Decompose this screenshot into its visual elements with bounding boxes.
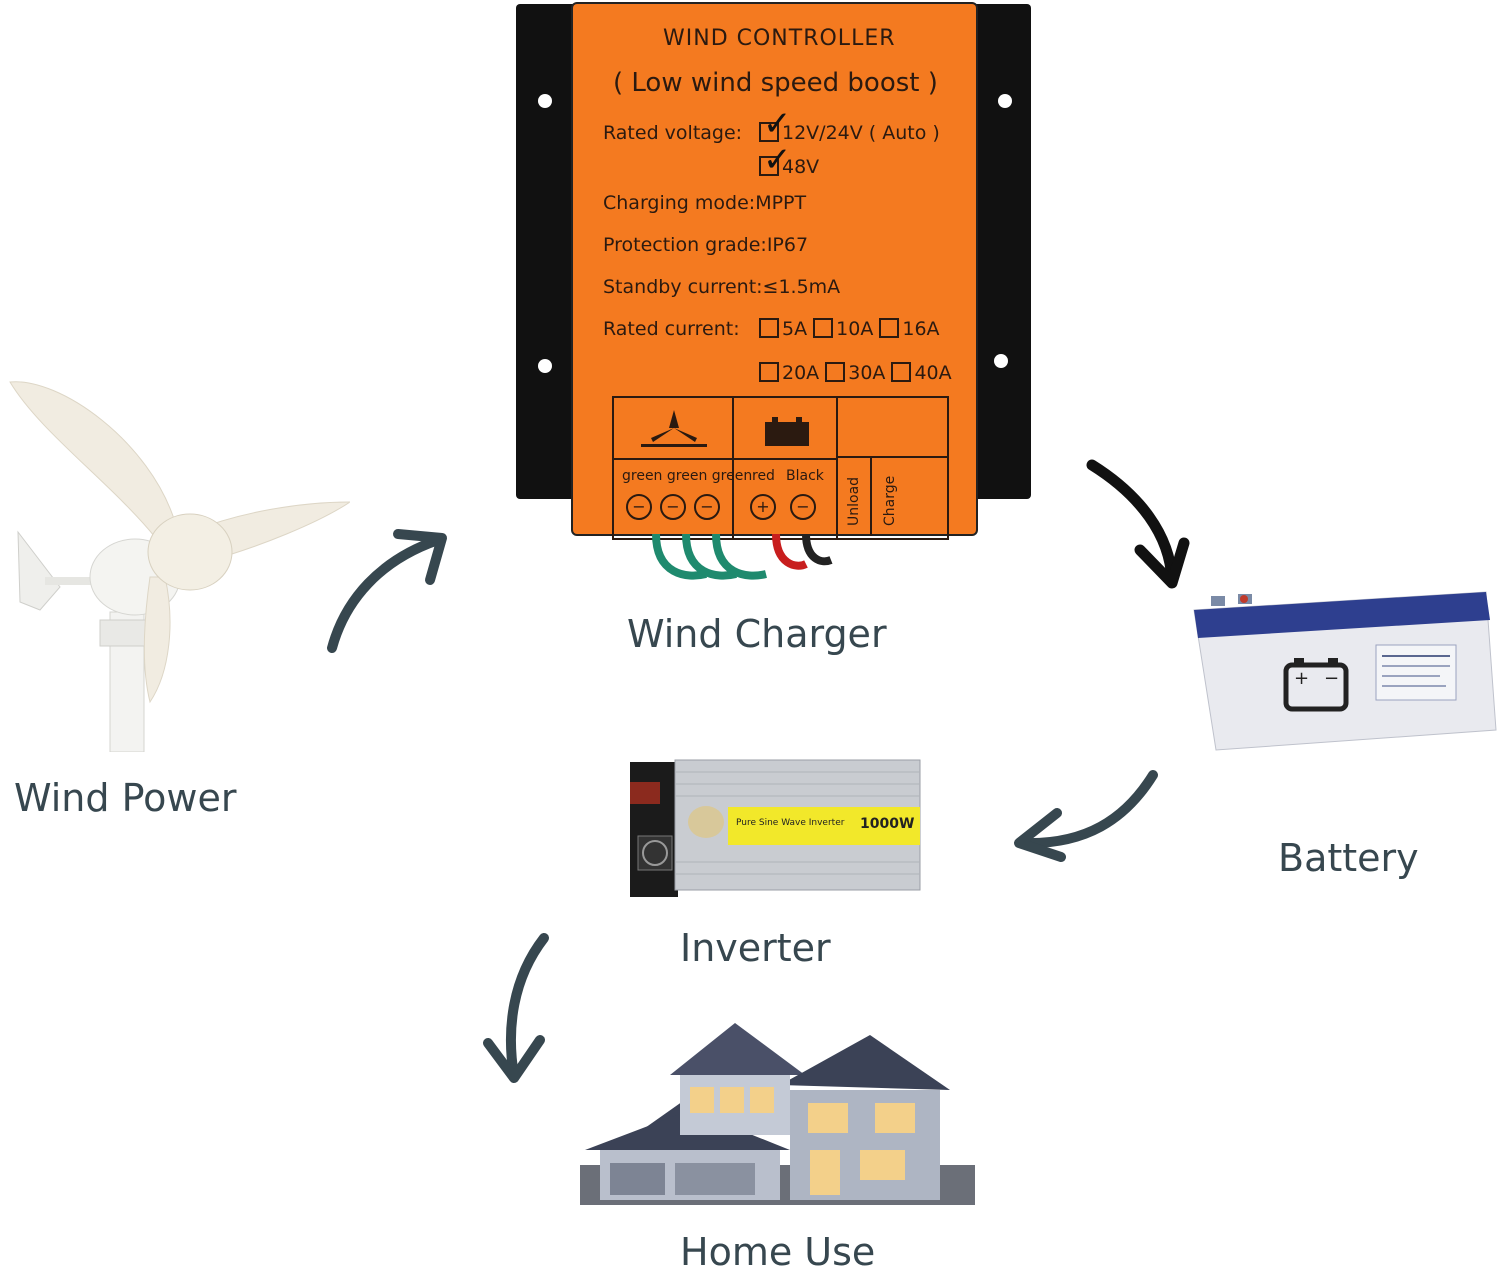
cables: [652, 534, 833, 580]
wind-turbine-image: [0, 372, 352, 753]
current-option: 30A: [848, 362, 886, 384]
arrow-to-inverter: [1014, 770, 1158, 862]
checkmark-icon: ✓: [763, 140, 792, 180]
charge-label: Charge: [882, 475, 898, 526]
arrow-to-battery: [1086, 459, 1190, 589]
wind-charger-caption: Wind Charger: [627, 612, 887, 656]
svg-text:−: −: [1324, 668, 1339, 689]
terminal-minus-icon: −: [626, 494, 652, 520]
terminal-minus-icon: −: [790, 494, 816, 520]
terminal-table: green green green − − − red Black + − Un…: [612, 396, 949, 540]
inverter-image: Pure Sine Wave Inverter 1000W: [620, 752, 925, 900]
inverter-caption: Inverter: [680, 926, 831, 970]
rated-current-label: Rated current:: [603, 318, 740, 340]
svg-text:+: +: [1294, 668, 1309, 689]
battery-terminal-black: Black: [786, 468, 824, 484]
battery-image: + −: [1186, 580, 1498, 752]
rated-voltage-option-2: 48V: [782, 156, 820, 178]
terminal-minus-icon: −: [694, 494, 720, 520]
rated-voltage-option-1: 12V/24V ( Auto ): [782, 122, 940, 144]
battery-icon: [765, 417, 809, 446]
standby-current: Standby current:≤1.5mA: [603, 276, 841, 298]
protection-grade: Protection grade:IP67: [603, 234, 809, 256]
terminal-minus-icon: −: [660, 494, 686, 520]
battery-terminal-red: red: [752, 468, 775, 484]
battery-caption: Battery: [1278, 836, 1419, 880]
checkmark-icon: ✓: [763, 104, 792, 144]
wind-controller-image: WIND CONTROLLER ( Low wind speed boost )…: [516, 4, 1031, 580]
current-option: 16A: [902, 318, 940, 340]
home-use-caption: Home Use: [680, 1230, 876, 1274]
turbine-icon: [641, 410, 707, 447]
current-option: 40A: [914, 362, 952, 384]
controller-title: WIND CONTROLLER: [663, 26, 896, 51]
wind-power-caption: Wind Power: [14, 776, 237, 820]
terminal-plus-icon: +: [750, 494, 776, 520]
arrow-to-controller: [327, 529, 447, 653]
unload-label: Unload: [846, 476, 862, 526]
controller-subtitle: ( Low wind speed boost ): [613, 68, 938, 98]
inverter-power-label: 1000W: [860, 816, 914, 832]
house-image: [580, 1015, 975, 1205]
arrow-to-home: [483, 933, 549, 1083]
inverter-model-label: Pure Sine Wave Inverter: [736, 818, 845, 828]
rated-voltage-label: Rated voltage:: [603, 122, 743, 144]
current-option: 20A: [782, 362, 820, 384]
wind-terminal-labels: green green green: [622, 468, 753, 484]
charging-mode: Charging mode:MPPT: [603, 192, 807, 214]
current-option: 5A: [782, 318, 808, 340]
current-option: 10A: [836, 318, 874, 340]
